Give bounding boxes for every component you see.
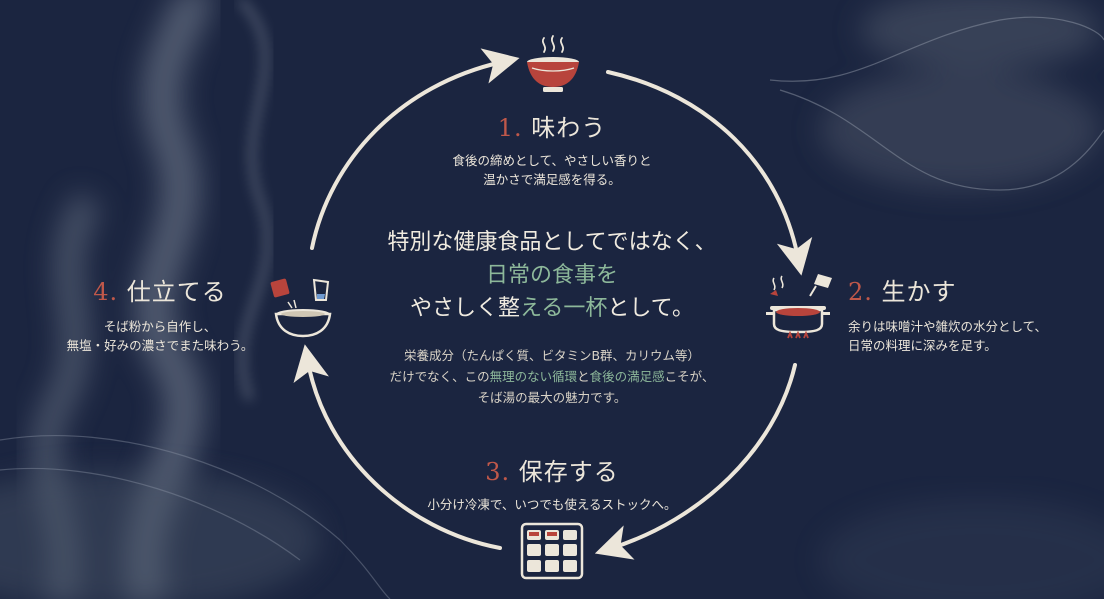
arrow-2-to-3: [594, 363, 797, 560]
step-3-store: 3. 保存する 小分け冷凍で、いつでも使えるストックへ。: [392, 452, 712, 514]
step-2-title: 2. 生かす: [848, 278, 957, 306]
ice-tray-icon: [520, 522, 584, 580]
bowl-icon: [527, 35, 579, 92]
step-2-reuse: 2. 生かす 余りは味噌汁や雑炊の水分として、 日常の料理に深みを足す。: [848, 272, 1078, 355]
center-message: 特別な健康食品としてではなく、 日常の食事を やさしく整える一杯として。 栄養成…: [330, 226, 774, 408]
arrow-1-to-2: [606, 70, 813, 276]
step-3-description: 小分け冷凍で、いつでも使えるストックへ。: [427, 497, 677, 512]
step-1-title: 1. 味わう: [497, 114, 607, 142]
step-3-title: 3. 保存する: [485, 458, 619, 486]
center-subtext: 栄養成分（たんぱく質、ビタミンB群、カリウム等） だけでなく、この無理のない循環…: [389, 348, 715, 405]
step-1-taste: 1. 味わう 食後の締めとして、やさしい香りと 温かさで満足感を得る。: [392, 108, 712, 189]
step-4-title: 4. 仕立てる: [93, 278, 227, 306]
pot-icon: [766, 274, 832, 339]
center-headline: 特別な健康食品としてではなく、 日常の食事を やさしく整える一杯として。: [387, 230, 717, 321]
step-4-description: そば粉から自作し、 無塩・好みの濃さでまた味わう。: [66, 319, 254, 353]
step-4-prepare: 4. 仕立てる そば粉から自作し、 無塩・好みの濃さでまた味わう。: [30, 272, 290, 355]
cycle-arrows: [293, 48, 813, 560]
step-2-description: 余りは味噌汁や雑炊の水分として、 日常の料理に深みを足す。: [848, 319, 1048, 353]
mixing-bowl-icon: [270, 278, 332, 338]
step-1-description: 食後の締めとして、やさしい香りと 温かさで満足感を得る。: [452, 153, 652, 187]
arrow-3-to-4: [293, 344, 502, 550]
arrow-4-to-1: [310, 48, 520, 250]
